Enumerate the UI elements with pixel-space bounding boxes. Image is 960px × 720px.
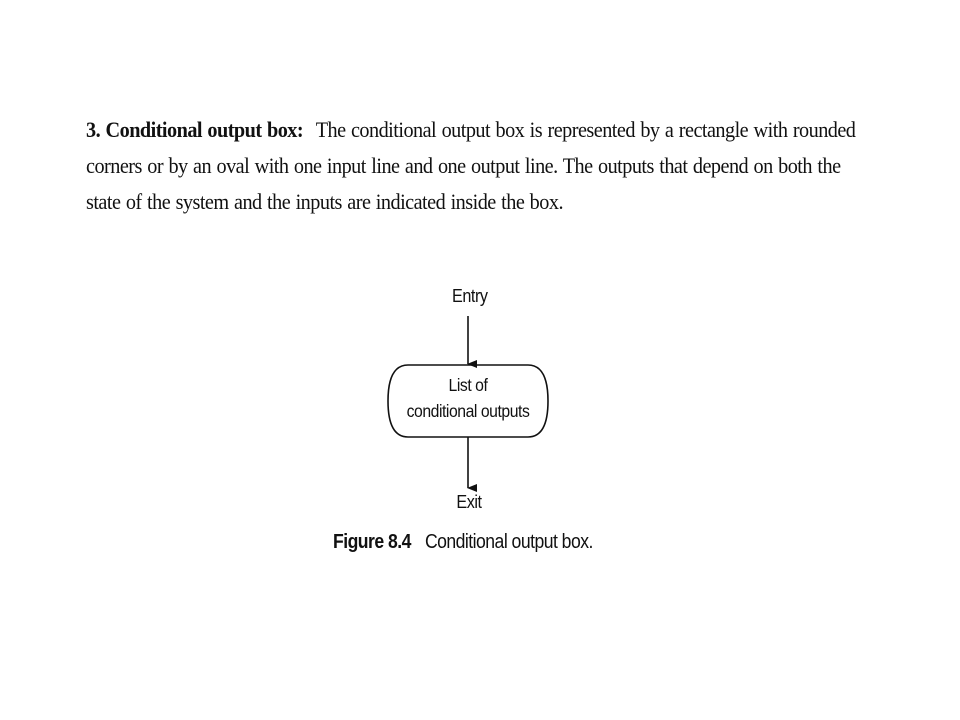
section-heading: 3. Conditional output box: — [86, 117, 304, 142]
entry-label: Entry — [451, 286, 488, 306]
figure-caption: Figure 8.4 Conditional output box. — [333, 531, 593, 554]
box-text-line-1: List of — [448, 375, 488, 395]
figure-caption-number: Figure 8.4 — [333, 531, 411, 553]
section-body: The conditional output box is represente… — [86, 117, 856, 214]
figure-caption-text: Conditional output box. — [424, 531, 593, 553]
conditional-output-box-shape — [387, 364, 549, 438]
conditional-output-box-text: List of conditional outputs — [388, 372, 548, 424]
box-text-line-2: conditional outputs — [406, 401, 530, 421]
exit-label: Exit — [456, 492, 482, 512]
section-paragraph: 3. Conditional output box:The conditiona… — [86, 112, 865, 220]
